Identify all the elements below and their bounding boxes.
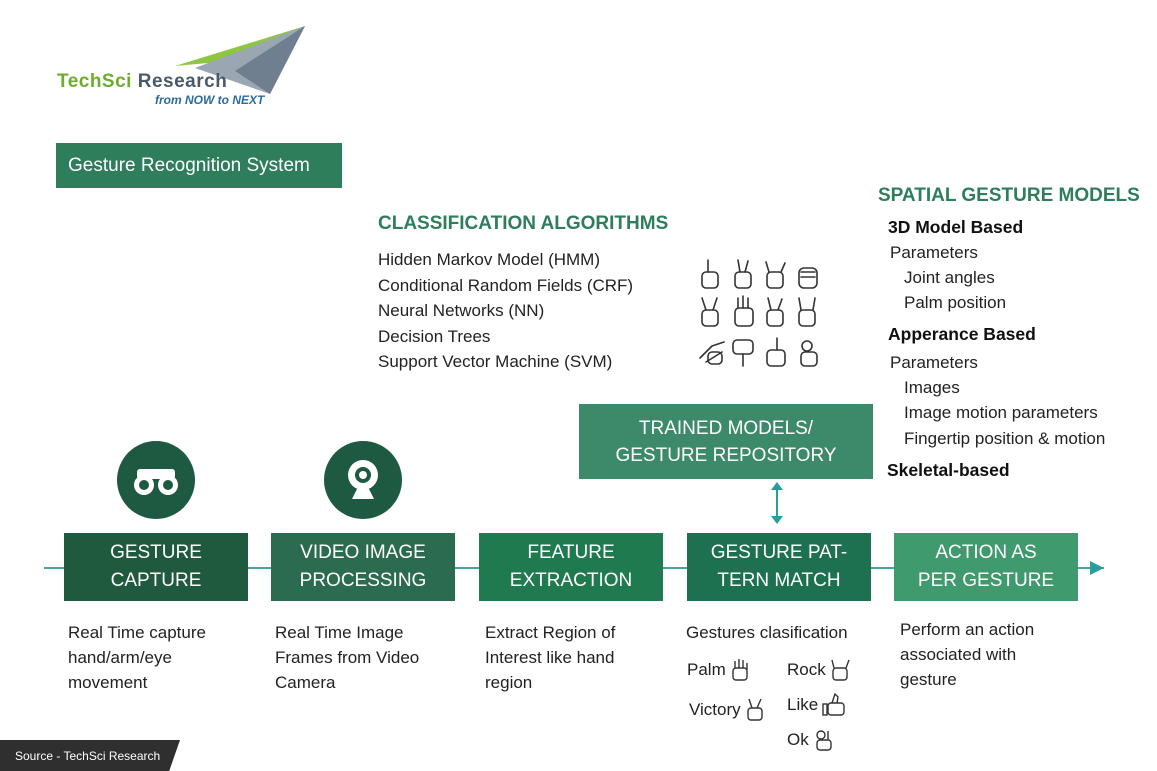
logo-research: Research — [131, 71, 228, 92]
gesture-rock: Rock — [787, 658, 852, 682]
bidirectional-arrow-icon — [771, 482, 783, 524]
logo-tech: TechSci — [57, 71, 132, 92]
model-3d: 3D Model Based — [888, 217, 1024, 237]
model-appearance: Apperance Based — [888, 324, 1036, 344]
algo-item: Decision Trees — [378, 326, 491, 346]
classification-heading: CLASSIFICATION ALGORITHMS — [378, 213, 669, 234]
model-appearance-param: Image motion parameters — [904, 403, 1098, 422]
step-label: EXTRACTION — [509, 570, 633, 591]
model-skeletal: Skeletal-based — [887, 460, 1010, 480]
model-3d-param: Joint angles — [904, 268, 995, 287]
model-appearance-param: Images — [904, 378, 960, 397]
binoculars-icon — [117, 441, 195, 519]
step-description: Extract Region of Interest like hand reg… — [485, 623, 616, 692]
gesture-like: Like — [787, 693, 848, 717]
model-appearance-params: Parameters — [890, 353, 978, 372]
step-label: PER GESTURE — [917, 570, 1055, 591]
algo-item: Neural Networks (NN) — [378, 301, 545, 320]
step-video-processing: VIDEO IMAGE PROCESSING — [271, 533, 455, 601]
gesture-palm: Palm — [687, 658, 752, 682]
step-pattern-match: GESTURE PAT- TERN MATCH — [687, 533, 871, 601]
step-label: FEATURE — [527, 542, 615, 563]
algo-item: Hidden Markov Model (HMM) — [378, 250, 600, 269]
step-feature-extraction: FEATURE EXTRACTION — [479, 533, 663, 601]
palm-hand-icon — [732, 659, 748, 681]
step-label: CAPTURE — [110, 570, 202, 591]
step-label: GESTURE — [110, 542, 202, 563]
step-label: GESTURE PAT- — [710, 542, 848, 563]
algo-item: Conditional Random Fields (CRF) — [378, 275, 634, 295]
techsci-logo: TechSci Research from NOW to NEXT — [55, 26, 315, 108]
step-label: PROCESSING — [299, 570, 427, 591]
repo-line1: TRAINED MODELS/ — [638, 417, 814, 439]
logo-tagline: from NOW to NEXT — [155, 93, 265, 107]
step-label: VIDEO IMAGE — [300, 542, 426, 563]
ok-hand-icon — [816, 730, 832, 751]
source-label: Source - TechSci Research — [0, 740, 180, 771]
gesture-ok: Ok — [787, 728, 835, 752]
step-label: TERN MATCH — [717, 570, 841, 591]
step-action: ACTION AS PER GESTURE — [894, 533, 1078, 601]
model-3d-params: Parameters — [890, 243, 978, 262]
step-description: Real Time capture hand/arm/eye movement — [68, 623, 206, 692]
webcam-icon — [324, 441, 402, 519]
model-3d-param: Palm position — [904, 293, 1007, 312]
step-description: Gestures clasification — [686, 623, 848, 642]
model-appearance-param: Fingertip position & motion — [904, 429, 1106, 448]
repo-line2: GESTURE REPOSITORY — [615, 444, 837, 466]
step-description: Real Time Image Frames from Video Camera — [275, 623, 420, 692]
classification-list: Hidden Markov Model (HMM) Conditional Ra… — [378, 247, 633, 375]
page-title: Gesture Recognition System — [56, 143, 342, 188]
timeline-arrow-icon — [1090, 561, 1104, 575]
rock-hand-icon — [831, 659, 850, 681]
step-label: ACTION AS — [935, 542, 1037, 563]
gesture-repository: TRAINED MODELS/ GESTURE REPOSITORY — [579, 404, 873, 479]
hand-gestures-icon — [699, 259, 818, 367]
step-description: Perform an action associated with gestur… — [900, 620, 1035, 689]
thumbs-up-icon — [822, 693, 845, 716]
logo-swoosh-icon — [175, 26, 305, 94]
algo-item: Support Vector Machine (SVM) — [378, 352, 613, 371]
gesture-victory: Victory — [689, 698, 767, 722]
spatial-heading: SPATIAL GESTURE MODELS — [878, 185, 1140, 206]
victory-hand-icon — [746, 698, 763, 721]
step-gesture-capture: GESTURE CAPTURE — [64, 533, 248, 601]
